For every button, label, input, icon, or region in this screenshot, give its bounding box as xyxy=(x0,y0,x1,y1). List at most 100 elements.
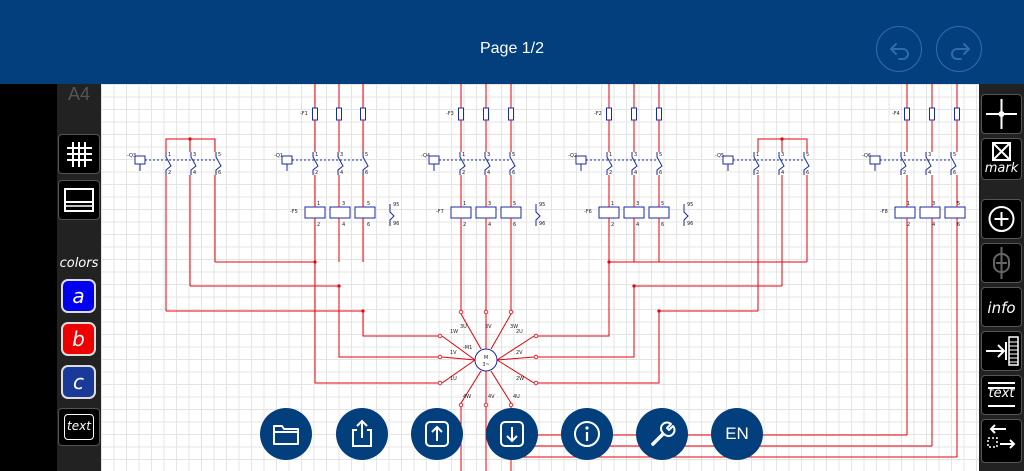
redo-button[interactable] xyxy=(936,26,982,72)
info-button[interactable]: info xyxy=(981,287,1022,327)
fuse-symbol xyxy=(336,107,342,121)
pole-number-top: 1 xyxy=(903,152,906,158)
download-button[interactable] xyxy=(486,408,538,460)
contactor-pole xyxy=(925,152,932,175)
pole-number-bottom: 2 xyxy=(315,170,318,176)
contactor-label: -Q3 xyxy=(127,153,136,159)
overload-pole-top: 5 xyxy=(661,201,664,207)
aux-contact-number: 96 xyxy=(393,221,399,227)
crosshair-button[interactable] xyxy=(981,94,1022,134)
overload-pole-bottom: 2 xyxy=(463,222,466,228)
motor-lead xyxy=(441,359,476,384)
pole-number-top: 5 xyxy=(659,152,662,158)
overload-pole-bottom: 2 xyxy=(907,222,910,228)
share-button[interactable] xyxy=(336,408,388,460)
language-button[interactable]: EN xyxy=(711,408,763,460)
contactor-coil xyxy=(575,155,587,165)
thermal-element xyxy=(475,206,497,219)
side-drawer-handle[interactable] xyxy=(16,168,54,302)
open-file-button[interactable] xyxy=(260,408,312,460)
overload-pole-bottom: 2 xyxy=(611,222,614,228)
motor-lead xyxy=(490,313,512,350)
share-icon xyxy=(352,419,372,447)
pole-number-bottom: 6 xyxy=(806,170,809,176)
overload-pole-top: 1 xyxy=(907,201,910,207)
colors-label: colors xyxy=(59,256,99,271)
pole-number-top: 1 xyxy=(609,152,612,158)
aux-contact-number: 96 xyxy=(687,221,693,227)
settings-button[interactable] xyxy=(636,408,688,460)
color-c-button[interactable]: c xyxy=(61,365,96,399)
add-button[interactable] xyxy=(981,199,1022,239)
overload-pole-bottom: 6 xyxy=(513,222,516,228)
overload-pole-top: 3 xyxy=(932,201,935,207)
contactor-pole xyxy=(484,152,491,175)
motor-terminal-label: 4U xyxy=(513,394,520,400)
pole-number-bottom: 2 xyxy=(168,170,171,176)
fuse-symbol xyxy=(312,107,318,121)
contactor-pole xyxy=(190,152,197,175)
pole-number-top: 3 xyxy=(781,152,784,158)
terminal xyxy=(533,380,539,386)
overload-pole-top: 1 xyxy=(463,201,466,207)
thermal-element xyxy=(648,206,670,219)
fuse-symbol xyxy=(954,107,960,121)
junction-dot xyxy=(188,137,192,141)
overload-pole-bottom: 6 xyxy=(957,222,960,228)
color-a-button[interactable]: a xyxy=(61,279,96,313)
contactor-coil xyxy=(134,155,146,165)
fuse-label: -F3 xyxy=(446,111,454,117)
text-style-button[interactable]: text xyxy=(981,375,1022,415)
mark-button[interactable]: mark xyxy=(981,138,1022,180)
fuse-symbol xyxy=(508,107,514,121)
fuse-symbol xyxy=(360,107,366,121)
terminal xyxy=(437,354,443,360)
contactor-coil xyxy=(869,155,881,165)
overload-pole-top: 1 xyxy=(611,201,614,207)
insert-symbol-button[interactable] xyxy=(981,243,1022,283)
thermal-element xyxy=(304,206,326,219)
motor-feed xyxy=(538,262,610,337)
overload-pole-top: 5 xyxy=(367,201,370,207)
aux-contact-number: 95 xyxy=(687,202,693,208)
contactor-pole xyxy=(803,152,810,175)
motor-terminal-label: 3V xyxy=(485,324,492,330)
title-block-icon xyxy=(64,188,94,212)
pole-number-top: 3 xyxy=(340,152,343,158)
title-block-button[interactable] xyxy=(58,180,100,220)
pole-number-bottom: 4 xyxy=(487,170,490,176)
text-tool-label: text xyxy=(67,419,91,433)
terminal-strip-button[interactable] xyxy=(981,331,1022,371)
motor-letter: M xyxy=(484,355,488,361)
pole-number-bottom: 4 xyxy=(193,170,196,176)
aux-contact-number: 96 xyxy=(539,221,545,227)
fuse-symbol xyxy=(458,107,464,121)
motor-terminal-label: 3U xyxy=(460,324,467,330)
motor-feed xyxy=(538,311,660,384)
about-button[interactable] xyxy=(561,408,613,460)
grid-icon xyxy=(67,142,92,167)
fuse-symbol xyxy=(631,107,637,121)
contactor-pole xyxy=(509,152,516,175)
overload-pole-bottom: 6 xyxy=(661,222,664,228)
thermal-element xyxy=(894,206,916,219)
pole-number-bottom: 2 xyxy=(756,170,759,176)
upload-button[interactable] xyxy=(411,408,463,460)
motor-terminal-label: 3W xyxy=(510,324,518,330)
swap-button[interactable] xyxy=(981,419,1022,463)
contactor-label: -Q6 xyxy=(862,153,871,159)
undo-button[interactable] xyxy=(876,26,922,72)
language-label: EN xyxy=(725,424,749,443)
overload-pole-bottom: 6 xyxy=(367,222,370,228)
motor-lead xyxy=(490,370,512,404)
grid-button[interactable] xyxy=(58,134,100,174)
info-icon xyxy=(574,421,600,447)
motor-lead xyxy=(496,359,535,384)
pole-number-top: 5 xyxy=(365,152,368,158)
color-b-button[interactable]: b xyxy=(61,322,96,356)
pole-number-top: 3 xyxy=(193,152,196,158)
text-tool-button[interactable]: text xyxy=(58,408,100,446)
paper-format-label[interactable]: A4 xyxy=(67,84,91,104)
